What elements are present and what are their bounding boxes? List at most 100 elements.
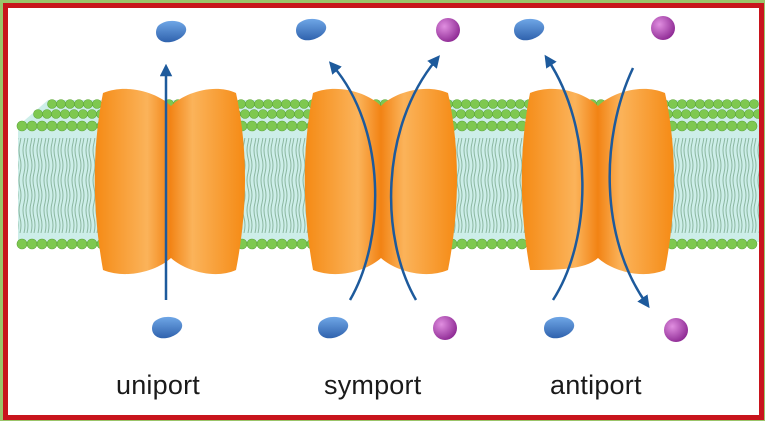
lipid-head [486, 120, 498, 132]
lipid-head [695, 99, 705, 109]
transport-arrows [159, 54, 650, 309]
lipid-head [726, 120, 738, 132]
lipid-head [706, 120, 718, 132]
lipid-head [92, 99, 102, 109]
lipid-head [46, 238, 58, 250]
lipid-head [263, 99, 273, 109]
lipid-head [266, 238, 278, 250]
lipid-head [456, 238, 468, 250]
lipid-head [240, 109, 250, 119]
antiport-label: antiport [550, 370, 642, 400]
lipid-head [249, 109, 259, 119]
lipid-head [492, 109, 502, 119]
lipid-head [744, 109, 754, 119]
membrane-transport-diagram [16, 16, 759, 342]
lipid-head [47, 99, 57, 109]
lipid-head [245, 99, 255, 109]
lipid-head [456, 120, 468, 132]
purple-molecule [433, 316, 457, 340]
lipid-head [735, 109, 745, 119]
lipid-head [36, 238, 48, 250]
molecules-bottom [152, 316, 688, 342]
blue-molecule [156, 20, 187, 43]
uniport-label: uniport [116, 370, 200, 400]
lipid-head [276, 109, 286, 119]
purple-molecule [436, 18, 460, 42]
lipid-head [276, 238, 288, 250]
antiport-arrow-in [544, 54, 584, 301]
lipid-head [42, 109, 52, 119]
lipid-head [686, 238, 698, 250]
antiport-arrow-out [608, 67, 650, 309]
blue-molecule [514, 18, 545, 41]
lipid-head [746, 238, 758, 250]
symport-protein [304, 88, 457, 275]
lipid-head [16, 238, 28, 250]
lipid-head [66, 120, 78, 132]
lipid-head [713, 99, 723, 109]
lipid-head [76, 238, 88, 250]
lipid-head [696, 238, 708, 250]
lipid-head [286, 120, 298, 132]
lipid-head [516, 238, 528, 250]
lipid-head [465, 109, 475, 119]
lipid-head [470, 99, 480, 109]
lipid-head [74, 99, 84, 109]
purple-molecule [651, 16, 675, 40]
lipid-head [56, 238, 68, 250]
lipid-head [488, 99, 498, 109]
lipid-head [510, 109, 520, 119]
lipid-head [483, 109, 493, 119]
lipid-head [66, 238, 78, 250]
lipid-head [731, 99, 741, 109]
lipid-head [46, 120, 58, 132]
lipid-head [672, 109, 682, 119]
lipid-head [16, 120, 28, 132]
symport-arrow-right [389, 55, 440, 301]
lipid-head [496, 120, 508, 132]
lipid-head [681, 109, 691, 119]
lipid-head [686, 120, 698, 132]
lipid-head [676, 238, 688, 250]
lipid-head [479, 99, 489, 109]
lipid-head [749, 99, 759, 109]
lipid-head [290, 99, 300, 109]
lipid-head [56, 120, 68, 132]
symport-arrow-left [328, 61, 377, 301]
lipid-head [281, 99, 291, 109]
lipid-head [753, 109, 759, 119]
lipid-head [452, 99, 462, 109]
lipid-head [83, 99, 93, 109]
lipid-head [466, 238, 478, 250]
lipid-head [668, 99, 678, 109]
lipid-head [36, 120, 48, 132]
lipid-head [722, 99, 732, 109]
lipid-head [76, 120, 88, 132]
lipid-head [26, 120, 38, 132]
molecules-top [156, 16, 675, 43]
lipid-head [486, 238, 498, 250]
lipid-head [51, 109, 61, 119]
antiport-protein [521, 88, 674, 275]
diagram-frame: uniport symport antiport [3, 3, 764, 420]
blue-molecule [152, 316, 183, 339]
lipid-head [78, 109, 88, 119]
lipid-head [736, 120, 748, 132]
lipid-head [65, 99, 75, 109]
blue-molecule [318, 316, 349, 339]
lipid-head [746, 120, 758, 132]
lipid-head [26, 238, 38, 250]
lipid-head [276, 120, 288, 132]
lipid-head [716, 238, 728, 250]
lipid-head [254, 99, 264, 109]
lipid-head [726, 238, 738, 250]
lipid-head [466, 120, 478, 132]
lipid-head [87, 109, 97, 119]
lipid-head [476, 120, 488, 132]
lipid-head [686, 99, 696, 109]
lipid-head [86, 238, 98, 250]
lipid-head [704, 99, 714, 109]
lipid-head [706, 238, 718, 250]
lipid-head [501, 109, 511, 119]
lipid-head [506, 120, 518, 132]
